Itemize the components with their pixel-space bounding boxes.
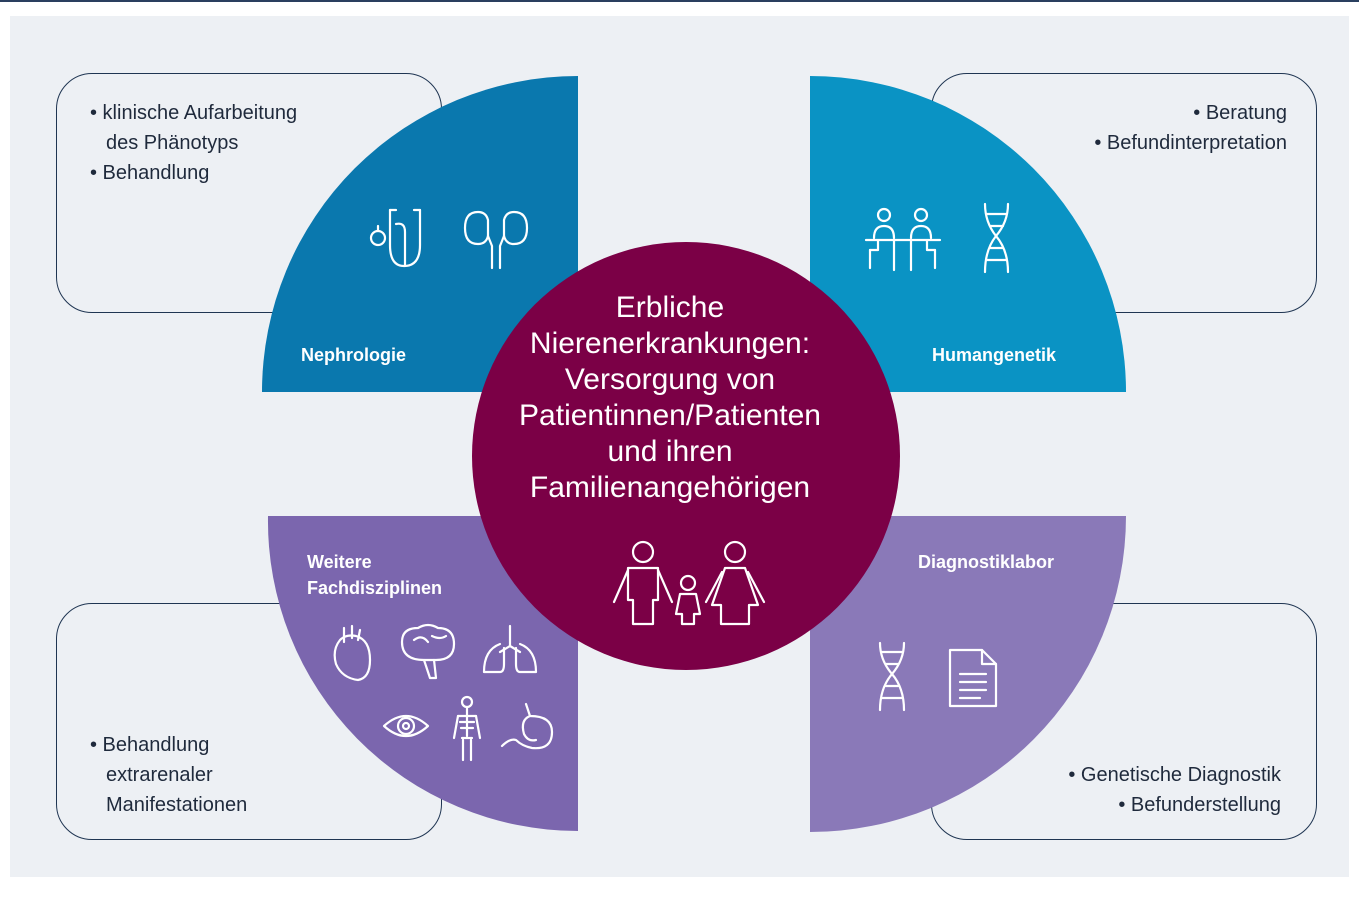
center-title-line: Patientinnen/Patienten — [519, 399, 821, 432]
nephrologie-list: • klinische Aufarbeitung des Phänotyps •… — [90, 98, 297, 188]
weitere-label-line: Weitere — [307, 552, 372, 572]
center-title-line: Versorgung von — [564, 363, 776, 396]
brain-icon — [400, 623, 456, 680]
nephrologie-item: des Phänotyps — [106, 132, 239, 154]
diagnostiklabor-item: • Befunderstellung — [1118, 794, 1281, 816]
dna-icon — [983, 202, 1010, 274]
heart-icon — [333, 624, 372, 682]
center-title: Erbliche Nierenerkrankungen: Versorgung … — [470, 290, 870, 506]
weitere-item: extrarenaler — [106, 764, 213, 786]
humangenetik-quadrant — [810, 76, 1126, 392]
weitere-quadrant — [267, 516, 578, 832]
center-title-line: Erbliche — [615, 291, 725, 324]
weitere-item: • Behandlung — [90, 734, 210, 756]
center-title-line: Nierenerkrankungen: — [529, 327, 811, 360]
counseling-icon — [864, 207, 942, 272]
center-circle — [472, 242, 900, 670]
center-title-line: und ihren — [607, 435, 733, 468]
kidney-icon — [463, 210, 529, 270]
humangenetik-label: Humangenetik — [932, 345, 1057, 365]
diagnostiklabor-item: • Genetische Diagnostik — [1068, 764, 1281, 786]
weitere-list: • Behandlung extrarenaler Manifestatione… — [90, 730, 247, 820]
center-title-line: Familienangehörigen — [529, 471, 811, 504]
document-icon — [948, 648, 998, 708]
nephrologie-item: • klinische Aufarbeitung — [90, 102, 298, 124]
nephrologie-label: Nephrologie — [301, 345, 407, 365]
nephrologie-item: • Behandlung — [90, 162, 210, 184]
diagnostiklabor-label: Diagnostiklabor — [918, 552, 1055, 572]
weitere-item: Manifestationen — [106, 794, 248, 816]
skeleton-icon — [452, 695, 482, 762]
dna-icon — [878, 641, 906, 712]
humangenetik-item: • Befundinterpretation — [1094, 132, 1287, 154]
eye-icon — [382, 714, 430, 738]
weitere-label-line: Fachdisziplinen — [307, 578, 443, 598]
humangenetik-list: • Beratung • Befundinterpretation — [1094, 98, 1287, 158]
family-icon — [612, 540, 766, 626]
top-rule — [0, 0, 1359, 2]
stomach-icon — [500, 702, 554, 750]
diagnostiklabor-list: • Genetische Diagnostik • Befunderstellu… — [1068, 760, 1281, 820]
humangenetik-item: • Beratung — [1193, 102, 1287, 124]
stethoscope-icon — [369, 208, 422, 268]
lungs-icon — [482, 624, 538, 674]
weitere-label: Weitere Fachdisziplinen — [307, 549, 442, 601]
